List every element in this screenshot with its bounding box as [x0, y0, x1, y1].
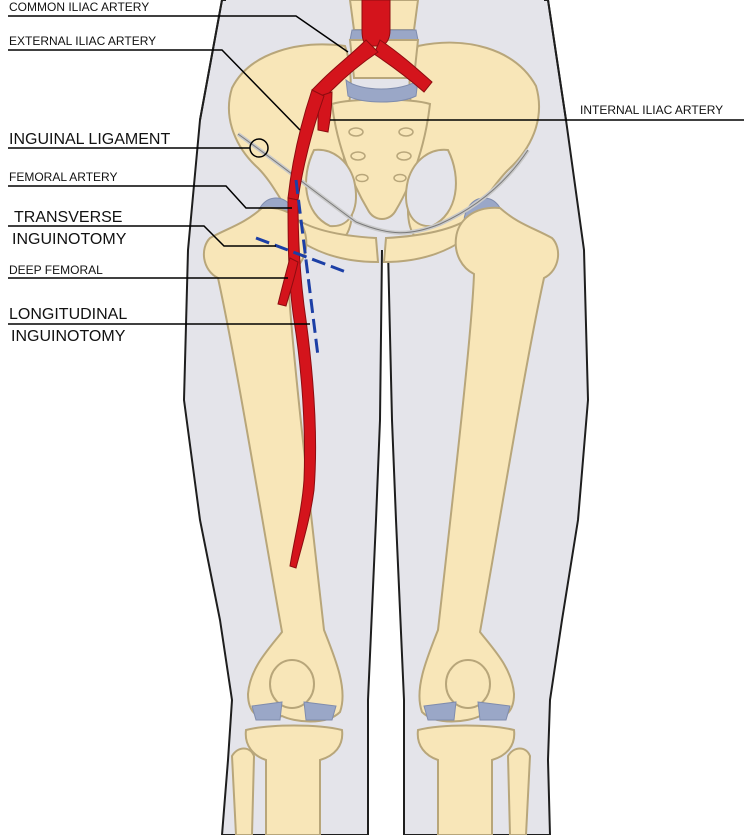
left-knee-cartilage — [251, 701, 283, 721]
right-tibia — [416, 724, 516, 835]
label-inguinal-ligament: INGUINAL LIGAMENT — [9, 131, 170, 148]
torso-right-edge — [547, 0, 567, 121]
right-patella — [445, 659, 491, 709]
sacral-foramen — [396, 151, 412, 161]
incisions — [255, 179, 347, 357]
leader-transverse-inguinotomy — [8, 225, 276, 247]
circle-marker-icon — [249, 138, 269, 158]
right-knee-cartilage — [423, 701, 457, 721]
left-pubic-ramus — [290, 213, 380, 264]
torso-left-edge — [199, 0, 223, 121]
left-tibia — [244, 724, 344, 835]
left-fibula — [230, 747, 256, 835]
leader-femoral-artery — [8, 185, 292, 209]
sacral-foramen — [393, 173, 407, 183]
sacral-foramen — [350, 151, 366, 161]
left-knee-cartilage — [303, 701, 337, 721]
transverse-inguinotomy-incision — [255, 236, 347, 274]
label-internal-iliac-artery: INTERNAL ILIAC ARTERY — [580, 103, 723, 117]
label-common-iliac-artery: COMMON ILIAC ARTERY — [9, 0, 149, 14]
label-longitudinal-line2: INGUINOTOMY — [11, 328, 126, 345]
right-fibula — [506, 747, 532, 835]
femoral-artery — [287, 197, 317, 569]
arterial-tree — [277, 0, 433, 569]
leader-external-iliac — [8, 49, 301, 131]
label-transverse-line1: TRANSVERSE — [14, 209, 122, 226]
deep-femoral-artery — [277, 257, 299, 307]
right-common-iliac-artery — [373, 39, 433, 93]
aorta — [361, 0, 391, 47]
label-longitudinal-line1: LONGITUDINAL — [9, 306, 127, 323]
leader-lines — [8, 15, 744, 325]
left-patella — [269, 659, 315, 709]
right-knee-cartilage — [477, 701, 511, 721]
label-deep-femoral: DEEP FEMORAL — [9, 263, 103, 277]
lumbosacral-disc — [345, 78, 419, 103]
sacral-foramen — [348, 127, 364, 137]
label-femoral-artery: FEMORAL ARTERY — [9, 170, 117, 184]
femurs — [202, 206, 560, 723]
label-external-iliac-artery: EXTERNAL ILIAC ARTERY — [9, 34, 156, 48]
right-femur — [418, 206, 560, 723]
sacral-foramen — [355, 173, 369, 183]
right-pubic-ramus — [382, 215, 472, 264]
label-transverse-line2: INGUINOTOMY — [12, 231, 127, 248]
longitudinal-inguinotomy-incision — [294, 179, 320, 357]
sacral-foramen — [398, 127, 414, 137]
labels: COMMON ILIAC ARTERY EXTERNAL ILIAC ARTER… — [9, 0, 723, 345]
knees — [230, 659, 532, 835]
right-obturator-foramen — [405, 148, 457, 228]
leader-common-iliac — [8, 15, 349, 53]
